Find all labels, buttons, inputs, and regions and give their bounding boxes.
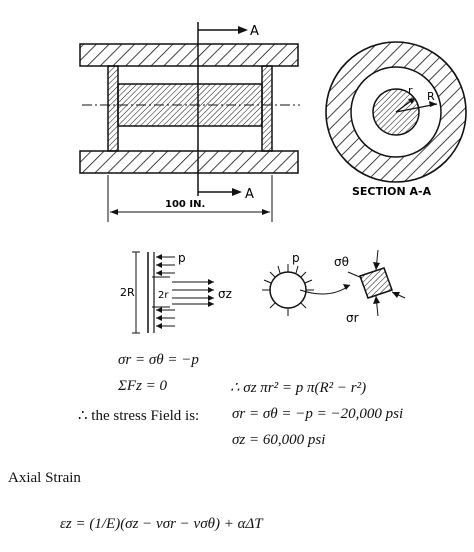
equation-3: σr = σθ = −p = −20,000 psi [232, 406, 404, 422]
two-R-label: 2R [120, 286, 135, 299]
equation-4: σz = 60,000 psi [232, 432, 326, 448]
equation-2-left: ΣFz = 0 [118, 378, 168, 394]
sigma-r-label: σr [346, 311, 359, 325]
section-heading: Axial Strain [8, 470, 81, 486]
R-label: R [427, 90, 435, 103]
section-caption: SECTION A-A [352, 185, 432, 198]
cross-section-view: r R SECTION A-A [325, 41, 467, 198]
two-r-label: 2r [158, 290, 169, 301]
free-body-radial: p σθ σr [262, 249, 406, 325]
end-plug-right [261, 65, 273, 152]
dimension-label: 100 IN. [165, 199, 205, 210]
r-label: r [408, 84, 413, 97]
sigma-theta-label: σθ [334, 255, 349, 269]
technical-figure: A A 100 IN. r R SECTION A-A 2R 2r [79, 22, 467, 334]
section-marker-top: A [250, 24, 259, 39]
sigma-z-label: σz [218, 287, 232, 301]
p-label-left: p [178, 251, 186, 265]
longitudinal-view: A A 100 IN. [79, 22, 300, 222]
end-plug-left [107, 65, 119, 152]
p-label-right: p [292, 251, 300, 265]
equation-5: εz = (1/E)(σz − νσr − νσθ) + αΔT [60, 516, 263, 532]
free-body-axial: 2R 2r p σz [120, 251, 232, 334]
element-block [359, 267, 393, 299]
section-marker-bottom: A [245, 187, 254, 202]
equation-1: σr = σθ = −p [118, 352, 199, 368]
pipe-wall-top [79, 43, 299, 67]
equation-3-prefix: ∴ the stress Field is: [78, 408, 200, 424]
equation-2-right: ∴ σz πr² = p π(R² − r²) [230, 380, 367, 396]
pipe-wall-bottom [79, 150, 299, 174]
